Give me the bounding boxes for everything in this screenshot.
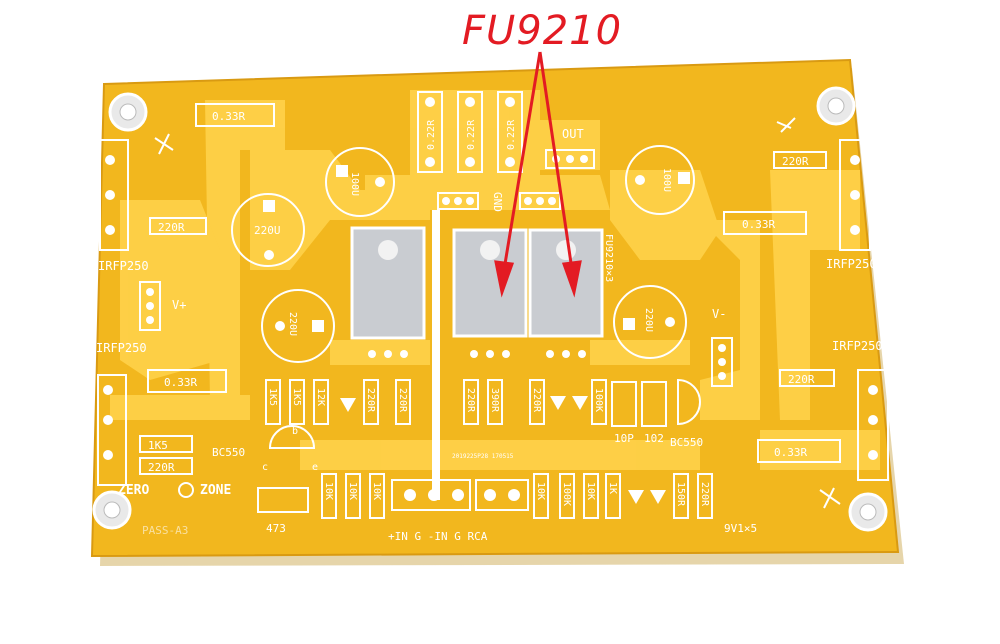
bc550-outlines xyxy=(268,378,701,449)
label-r100k-b: 100K xyxy=(561,482,572,506)
out-connector xyxy=(545,149,595,169)
board-name: PASS-A3 xyxy=(142,524,188,537)
label-r1k5-b: 1K5 xyxy=(267,388,278,406)
label-r220-bot: 220R xyxy=(148,461,175,474)
label-bc550-left: BC550 xyxy=(212,446,245,459)
label-r220r-e: 220R xyxy=(699,482,710,507)
label-r033-tl: 0.33R xyxy=(212,110,245,123)
label-r390: 390R xyxy=(489,388,500,413)
label-gnd: GND xyxy=(491,192,504,212)
pin-e: e xyxy=(312,462,318,473)
label-r10k-b: 10K xyxy=(347,482,358,500)
label-r10k-e: 10K xyxy=(585,482,596,500)
label-10p: 10P xyxy=(614,432,634,445)
label-473: 473 xyxy=(266,522,286,535)
label-irfp-tl: IRFP250 xyxy=(98,259,149,273)
label-irfp-bl: IRFP250 xyxy=(96,341,147,355)
label-r022-1: 0.22R xyxy=(426,119,437,150)
label-c100u-r: 100U xyxy=(661,168,672,192)
brand-zone: ZONE xyxy=(200,483,231,498)
label-r150r: 150R xyxy=(675,482,686,507)
cap-pads xyxy=(263,165,690,332)
label-irfp-tr: IRFP250 xyxy=(826,257,877,271)
label-r220r-a: 220R xyxy=(365,388,376,413)
label-c100u-l: 100U xyxy=(349,172,360,196)
label-r12k: 12K xyxy=(315,388,326,406)
diodes xyxy=(340,396,666,504)
label-r10k-a: 10K xyxy=(323,482,334,500)
label-bc550-right: BC550 xyxy=(670,436,703,449)
label-r220r-d: 220R xyxy=(531,388,542,413)
r022-group xyxy=(417,91,523,173)
mosfet-pads xyxy=(368,350,586,358)
label-fu-ref: FU9210×3 xyxy=(603,234,614,282)
label-r022-3: 0.22R xyxy=(506,119,517,150)
horizontal-resistors xyxy=(139,103,841,475)
label-c220u-bl: 220U xyxy=(287,312,298,336)
label-inputs: +IN G -IN G RCA xyxy=(388,530,488,543)
pads-irfp xyxy=(103,155,878,460)
mounting-holes xyxy=(92,86,888,532)
electrolytic-caps xyxy=(231,145,695,363)
label-out: OUT xyxy=(562,127,584,141)
label-vminus: V- xyxy=(712,307,726,321)
brand-zero: ZERO xyxy=(118,483,149,498)
label-c220u-tl: 220U xyxy=(254,224,281,237)
label-c220u-r: 220U xyxy=(643,308,654,332)
vertical-resistors xyxy=(265,379,713,519)
label-zener: 9V1×5 xyxy=(724,522,757,535)
label-r220r-b: 220R xyxy=(397,388,408,413)
pin-c: c xyxy=(262,462,268,473)
label-vplus: V+ xyxy=(172,298,186,312)
label-r1k: 1K xyxy=(607,482,618,494)
label-r220-r: 220R xyxy=(788,373,815,386)
mosfet-tabs xyxy=(350,226,604,340)
label-r10k-c: 10K xyxy=(371,482,382,500)
label-r033-bl: 0.33R xyxy=(164,376,197,389)
irfp-outlines xyxy=(97,139,889,486)
label-r220-l: 220R xyxy=(158,221,185,234)
label-r10k-d: 10K xyxy=(535,482,546,500)
annotation-arrows xyxy=(494,51,582,298)
label-date-code: 2019225P28 170515 xyxy=(452,453,514,460)
annotation-title: FU9210 xyxy=(462,8,623,54)
brand-logo-icon xyxy=(178,482,194,498)
screw-icons xyxy=(154,117,841,509)
label-r022-2: 0.22R xyxy=(466,119,477,150)
label-r220-tr: 220R xyxy=(782,155,809,168)
label-102: 102 xyxy=(644,432,664,445)
pin-b: b xyxy=(292,426,298,437)
r022-pads xyxy=(425,97,515,167)
label-r033-br: 0.33R xyxy=(774,446,807,459)
label-r1k5-c: 1K5 xyxy=(291,388,302,406)
label-r033-tr: 0.33R xyxy=(742,218,775,231)
label-r100k-a: 100K xyxy=(593,388,604,412)
label-r220r-c: 220R xyxy=(465,388,476,413)
label-r1k5: 1K5 xyxy=(148,439,168,452)
label-irfp-br: IRFP250 xyxy=(832,339,883,353)
